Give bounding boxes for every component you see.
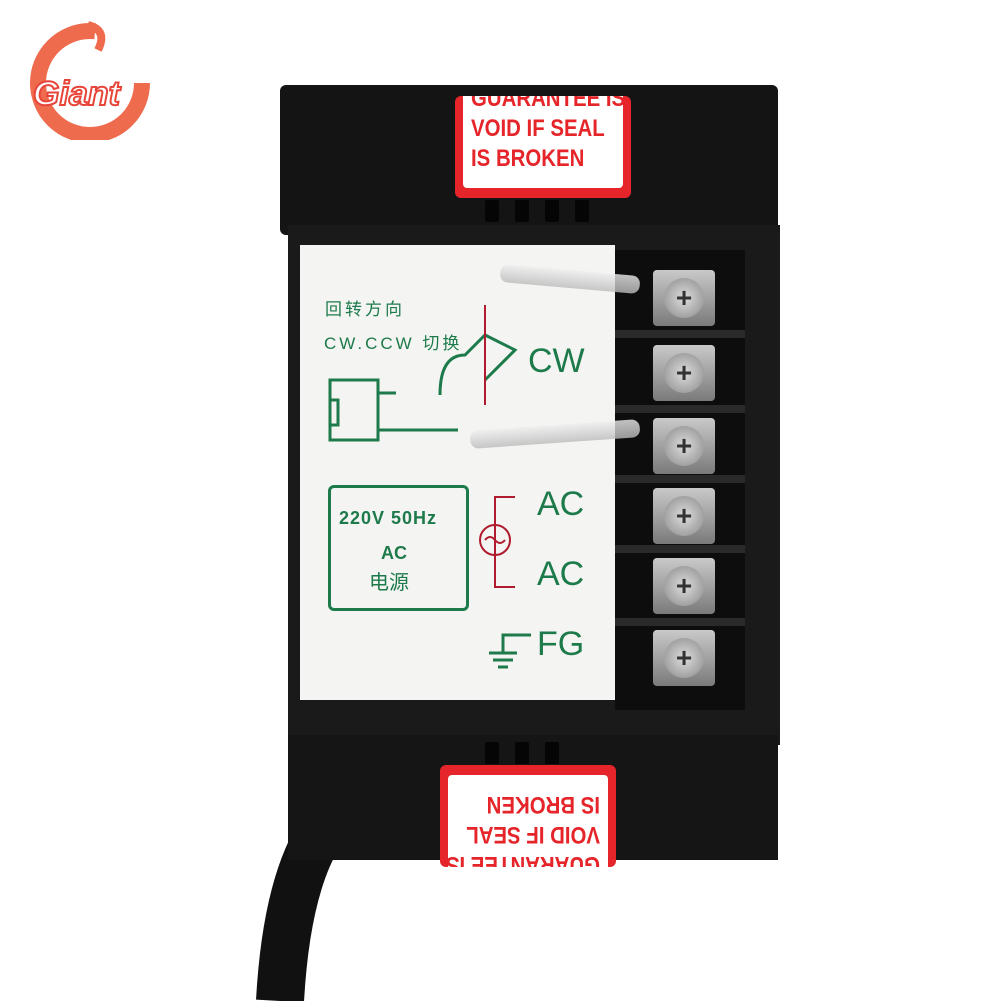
warranty-seal-sticker: GUARANTEE IS VOID IF SEAL IS BROKEN xyxy=(455,96,631,198)
ground-icon xyxy=(489,633,531,669)
vent xyxy=(485,742,499,764)
vent xyxy=(485,200,499,222)
divider xyxy=(615,475,745,483)
power-source-text: 电源 xyxy=(369,572,409,594)
vent xyxy=(545,742,559,764)
divider xyxy=(615,545,745,553)
screw-head-icon: + xyxy=(664,566,704,606)
wiring-label: 回转方向 CW.CCW 切换 CW 220V 50Hz AC 电源 AC AC … xyxy=(300,245,615,700)
vent xyxy=(515,200,529,222)
vent xyxy=(545,200,559,222)
sticker-line: VOID IF SEAL xyxy=(471,115,605,142)
sticker-line: GUARANTEE IS xyxy=(448,851,600,867)
sticker-line: IS BROKEN xyxy=(471,145,585,172)
logo-text: Giant xyxy=(32,74,121,114)
warranty-seal-sticker-bottom: GUARANTEE IS VOID IF SEAL IS BROKEN xyxy=(440,765,616,867)
plug-icon xyxy=(328,378,458,442)
divider xyxy=(615,618,745,626)
terminal-screw-1[interactable]: + xyxy=(653,270,715,326)
ac-bottom-label: AC xyxy=(537,555,585,593)
ac-top-label: AC xyxy=(537,485,585,523)
cw-label: CW xyxy=(528,342,585,380)
terminal-block: + + + + + + xyxy=(615,250,745,710)
giant-logo: Giant xyxy=(28,15,153,143)
rotation-direction-text: 回转方向 xyxy=(325,300,405,319)
divider xyxy=(615,405,745,413)
power-box: 220V 50Hz AC 电源 xyxy=(328,485,469,611)
sticker-line: VOID IF SEAL xyxy=(466,821,600,848)
screw-head-icon: + xyxy=(664,496,704,536)
sticker-line: GUARANTEE IS xyxy=(471,96,623,112)
vent xyxy=(575,200,589,222)
ac-source-symbol xyxy=(479,496,515,588)
switch-symbol xyxy=(438,305,518,405)
sticker-line: IS BROKEN xyxy=(486,791,600,818)
ac-text: AC xyxy=(381,543,407,563)
screw-head-icon: + xyxy=(664,353,704,393)
terminal-screw-3[interactable]: + xyxy=(653,418,715,474)
terminal-screw-6[interactable]: + xyxy=(653,630,715,686)
screw-head-icon: + xyxy=(664,278,704,318)
vent xyxy=(515,742,529,764)
cw-ccw-switch-text: CW.CCW 切换 xyxy=(324,334,463,353)
voltage-text: 220V 50Hz xyxy=(339,508,438,528)
divider xyxy=(615,330,745,338)
terminal-screw-2[interactable]: + xyxy=(653,345,715,401)
fg-label: FG xyxy=(537,625,585,663)
terminal-screw-5[interactable]: + xyxy=(653,558,715,614)
terminal-screw-4[interactable]: + xyxy=(653,488,715,544)
screw-head-icon: + xyxy=(664,638,704,678)
screw-head-icon: + xyxy=(664,426,704,466)
